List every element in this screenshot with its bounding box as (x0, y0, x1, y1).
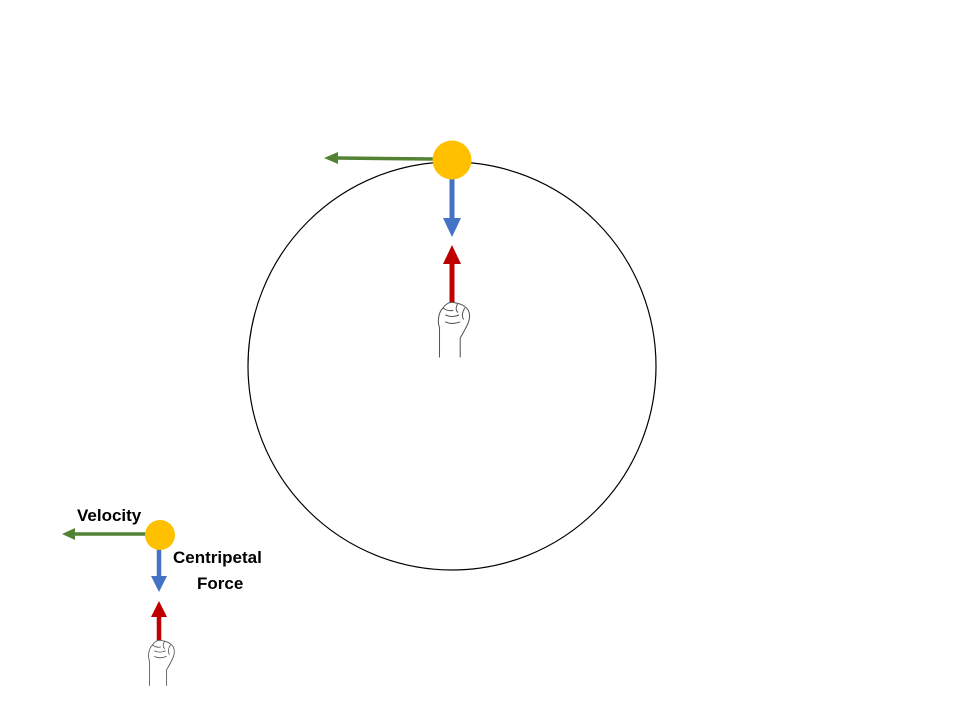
fist-hand-icon (437, 301, 471, 358)
velocity-arrow (324, 152, 435, 164)
ball-icon (432, 140, 472, 180)
velocity-label: Velocity (77, 506, 142, 525)
legend-centripetal-force-arrow (151, 548, 167, 592)
centripetal-force-label-line2: Force (197, 574, 243, 593)
centripetal-force-label-line1: Centripetal (173, 548, 262, 567)
centripetal-force-arrow (443, 176, 461, 237)
tension-arrow (443, 245, 461, 304)
legend-velocity-arrow (62, 528, 146, 540)
legend-ball-icon (145, 520, 175, 550)
legend-fist-hand-icon (148, 639, 175, 686)
legend-tension-arrow (151, 601, 167, 645)
